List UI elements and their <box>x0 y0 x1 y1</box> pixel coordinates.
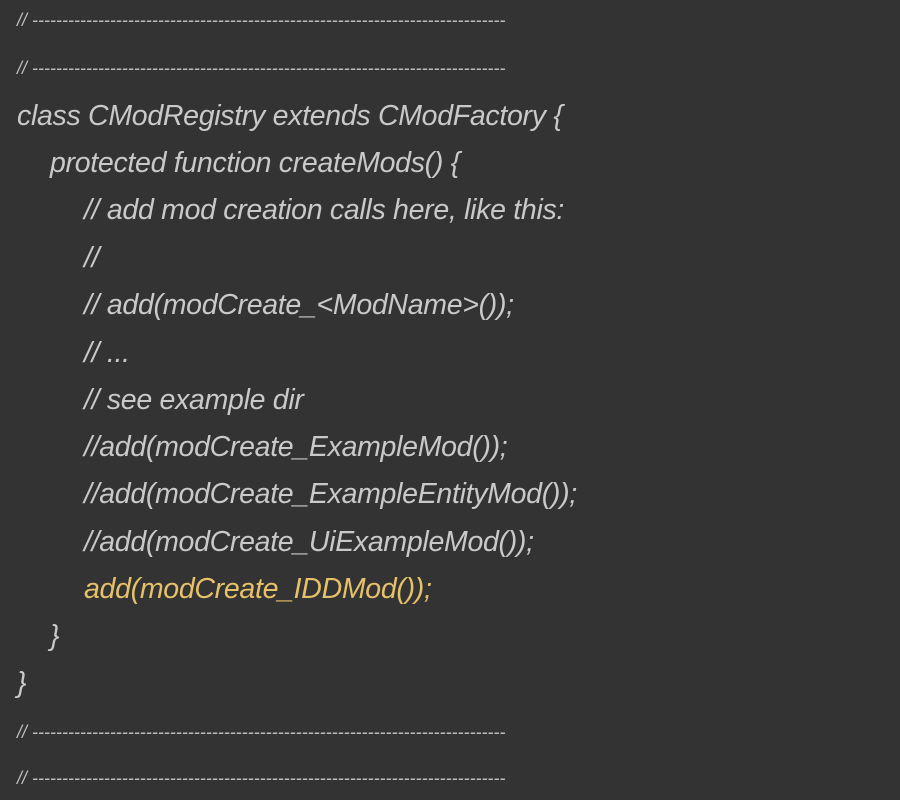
quote-icon: “ <box>0 0 76 78</box>
code-line-comment: // <box>84 242 100 274</box>
code-line-comment: // add(modCreate_<ModName>()); <box>84 289 514 321</box>
divider-line: // -------------------------------------… <box>17 722 506 742</box>
code-line-comment: // ... <box>84 337 130 369</box>
code-line-comment: // see example dir <box>84 384 304 416</box>
code-line-class-declaration: class CModRegistry extends CModFactory { <box>17 100 563 132</box>
code-line-class-close: } <box>17 667 27 699</box>
code-line-comment: // add mod creation calls here, like thi… <box>84 194 565 226</box>
code-line-comment: //add(modCreate_ExampleEntityMod()); <box>84 478 577 510</box>
code-line-comment: //add(modCreate_ExampleMod()); <box>84 431 508 463</box>
code-line-active-call: add(modCreate_IDDMod()); <box>84 573 432 605</box>
divider-line: // -------------------------------------… <box>17 768 506 788</box>
code-line-comment: //add(modCreate_UiExampleMod()); <box>84 526 534 558</box>
divider-line: // -------------------------------------… <box>17 10 506 30</box>
code-line-function-declaration: protected function createMods() { <box>50 147 460 179</box>
divider-line: // -------------------------------------… <box>17 58 506 78</box>
code-line-function-close: } <box>50 620 60 652</box>
